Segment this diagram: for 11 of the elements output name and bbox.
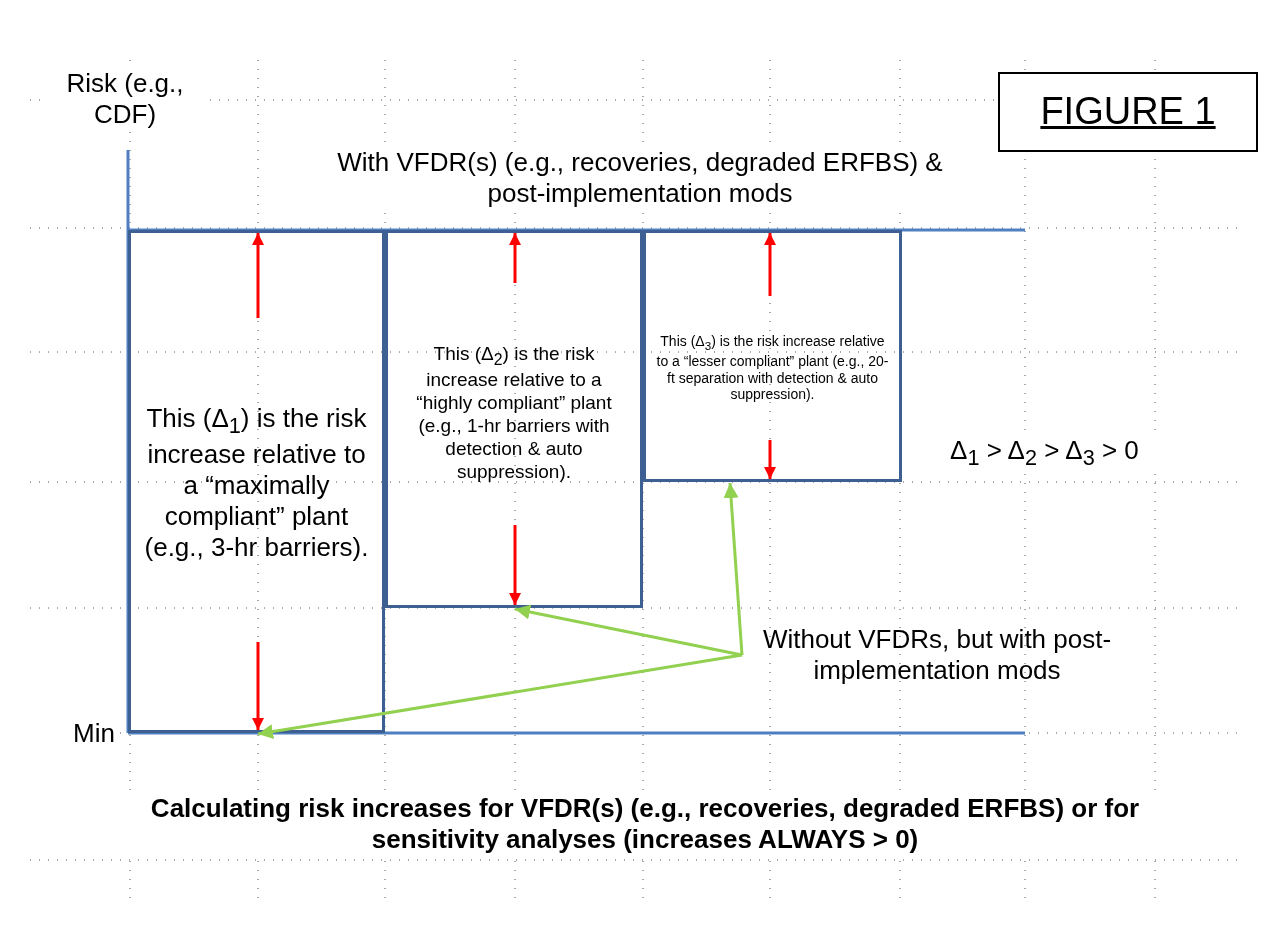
arrow xyxy=(723,482,744,656)
figure-label-box: FIGURE 1 xyxy=(998,72,1258,152)
description-text: This (Δ$_{1}$) is the risk increase relative to a “maximally compliant” plant (e.g., 3-hr barriers). xyxy=(143,402,370,564)
description-text: This (Δ$_{3}$) is the risk increase relative to a “lesser compliant” plant (e.g., 20-ft separation with detection & auto suppression). xyxy=(655,332,890,404)
risk-increase-box xyxy=(385,230,643,608)
arrow xyxy=(514,604,743,657)
description-text: This (Δ$_{2}$) is the risk increase relative to a “highly compliant” plant (e.g., 1-hr barriers with detection & auto suppression). xyxy=(415,342,613,484)
risk-increase-box xyxy=(643,230,902,482)
arrow xyxy=(257,653,743,739)
annotation-text: Without VFDRs, but with post-implementation mods xyxy=(742,618,1132,692)
risk-increase-box xyxy=(128,230,385,733)
